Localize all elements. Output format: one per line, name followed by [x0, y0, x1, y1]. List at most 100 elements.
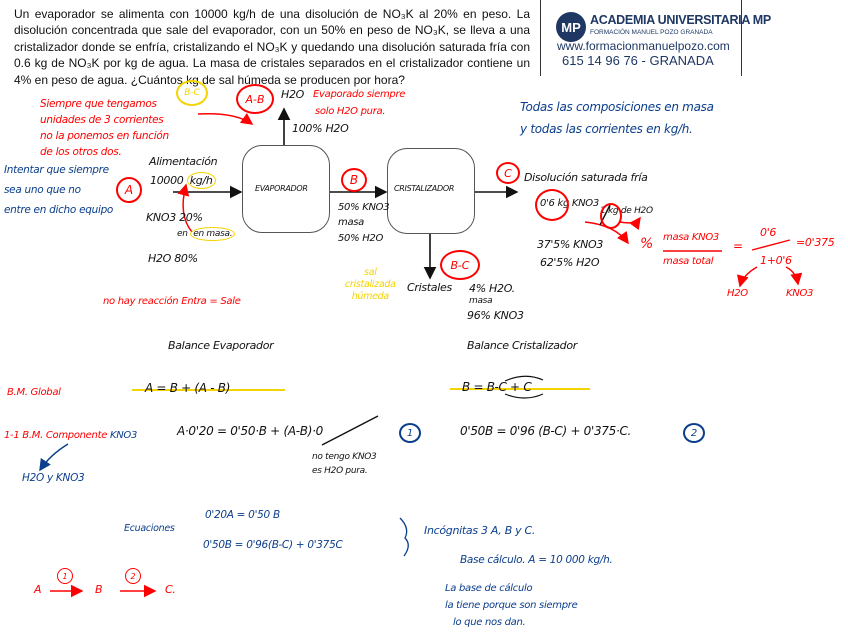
- logo-name: ACADEMIA UNIVERSITARIA MP: [590, 13, 771, 27]
- component-balance-label: 1-1 B.M. Componente KNO3: [4, 430, 137, 441]
- note-line: de los otros dos.: [40, 146, 122, 158]
- evaporator-balance-title: Balance Evaporador: [168, 339, 274, 352]
- crystallizer-global-equation: B = B-C + C: [462, 380, 532, 394]
- logo-tagline: FORMACIÓN MANUEL POZO GRANADA: [590, 29, 713, 36]
- frac-numerator-2: 0'6: [760, 226, 777, 239]
- note-line: no tengo KNO3: [312, 452, 377, 462]
- basis-note: La base de cálculo la tiene porque son s…: [445, 580, 578, 631]
- stream-a-badge: A: [116, 177, 142, 203]
- frac-kno3: KNO3: [786, 288, 814, 299]
- frac-pct: %: [640, 236, 654, 252]
- logo-mark: MP: [556, 12, 586, 42]
- note-evaporated: Evaporado siempre solo H2O pura.: [313, 86, 405, 120]
- note-no-reaction: no hay reacción Entra = Sale: [103, 296, 241, 307]
- brace-top: [504, 375, 544, 382]
- chain-c: C.: [165, 583, 176, 596]
- logo-phone: 615 14 96 76 - GRANADA: [562, 53, 714, 68]
- evaporator-note: no tengo KNO3 es H2O pura.: [312, 450, 377, 478]
- crystallizer-label: CRISTALIZADOR: [394, 184, 455, 193]
- chain-step-2: 2: [125, 568, 141, 584]
- calculation-basis: Base cálculo. A = 10 000 kg/h.: [460, 554, 613, 566]
- equations-label: Ecuaciones: [124, 523, 175, 534]
- note-line: sea uno que no: [4, 184, 81, 196]
- frac-denominator: masa total: [663, 256, 714, 267]
- feed-rate-number: 10000: [150, 174, 184, 187]
- c-ratio-h2o: 1 kg de H2O: [600, 206, 653, 216]
- red-highlight-circle: [535, 189, 569, 221]
- equation-1-badge: 1: [399, 423, 421, 443]
- component-note: H2O y KNO3: [22, 472, 85, 484]
- red-note-arrow: [197, 112, 254, 125]
- c-h2o: 62'5% H2O: [540, 256, 600, 269]
- feed-kno3: KNO3 20%: [146, 211, 203, 224]
- evaporator-global-equation: A = B + (A - B): [145, 381, 231, 395]
- red-arrow-kno3: [785, 266, 803, 286]
- crystallizer-unit: CRISTALIZADOR: [387, 148, 475, 234]
- note-try: Intentar que siempre sea uno que no entr…: [4, 160, 113, 220]
- note-units: Todas las composiciones en masa y todas …: [520, 96, 714, 140]
- evaporator-label: EVAPORADOR: [255, 184, 308, 193]
- feed-rate-unit: kg/h: [186, 172, 216, 189]
- note-line: Siempre que tengamos: [40, 98, 157, 110]
- note-line: no la ponemos en función: [40, 130, 169, 142]
- crystals-kno3: 96% KNO3: [467, 309, 524, 322]
- strike-ab: [321, 415, 379, 446]
- blue-arrow: [39, 443, 69, 472]
- frac-numerator: masa KNO3: [663, 232, 719, 243]
- c-kno3: 37'5% KNO3: [537, 238, 604, 251]
- crystals-h2o: 4% H2O.: [469, 282, 515, 295]
- feed-title: Alimentación: [149, 155, 218, 168]
- note-wet-salt: sal cristalizada húmeda: [345, 267, 396, 303]
- frac-result: =0'375: [796, 236, 835, 249]
- red-highlight-circle: [600, 203, 622, 229]
- problem-statement: Un evaporador se alimenta con 10000 kg/h…: [14, 7, 530, 87]
- vapor-h2o: H2O: [281, 88, 305, 101]
- chain-a: A: [34, 583, 42, 596]
- stream-c-badge: C: [496, 162, 520, 184]
- feed-rate: 10000 kg/h: [150, 172, 216, 189]
- red-arrow-h2o: [736, 266, 758, 288]
- note-line: húmeda: [351, 291, 390, 302]
- note-line: sal: [364, 267, 377, 278]
- divider: [741, 0, 742, 76]
- yellow-bc-badge: B-C: [176, 80, 208, 106]
- equation-2-badge: 2: [683, 423, 705, 443]
- frac-denominator-2: 1+0'6: [760, 254, 792, 267]
- frac-h2o: H2O: [727, 288, 748, 299]
- divider: [540, 0, 541, 76]
- red-mass-arrow: [177, 183, 193, 233]
- frac-line: [751, 239, 791, 251]
- logo-url: www.formacionmanuelpozo.com: [557, 39, 730, 53]
- component-species: KNO3: [109, 430, 138, 441]
- note-line: y todas las corrientes en kg/h.: [520, 122, 693, 136]
- c-ratio-kno3: 0'6 kg KNO3: [540, 198, 599, 209]
- summary-equation-2: 0'50B = 0'96(B-C) + 0'375C: [203, 539, 343, 551]
- evaporator-kno3-equation: A·0'20 = 0'50·B + (A-B)·0: [177, 424, 323, 438]
- note-line: Evaporado siempre: [313, 89, 406, 100]
- note-line: entre en dicho equipo: [4, 204, 114, 216]
- b-kno3: 50% KNO3: [338, 202, 390, 213]
- stream-b-badge: B: [341, 168, 367, 192]
- vapor-pct: 100% H2O: [292, 122, 349, 135]
- note-line: solo H2O pura.: [315, 106, 386, 117]
- b-basis: masa: [338, 217, 365, 228]
- crystallizer-kno3-equation: 0'50B = 0'96 (B-C) + 0'375·C.: [460, 424, 632, 438]
- summary-equation-1: 0'20A = 0'50 B: [205, 509, 280, 521]
- note-line: Intentar que siempre: [4, 164, 109, 176]
- note-line: lo que nos dan.: [453, 617, 526, 628]
- crystals-basis: masa: [469, 296, 493, 306]
- crystals-label: Cristales: [407, 281, 452, 294]
- feed-h2o: H2O 80%: [148, 252, 198, 265]
- stream-ab-badge: A-B: [236, 84, 274, 114]
- component-label: 1-1 B.M. Componente: [4, 430, 108, 441]
- unknowns: Incógnitas 3 A, B y C.: [424, 524, 536, 537]
- b-h2o: 50% H2O: [338, 233, 384, 244]
- chain-b: B: [95, 583, 103, 596]
- global-balance-label: B.M. Global: [7, 387, 61, 398]
- evaporator-unit: EVAPORADOR: [242, 145, 330, 233]
- note-line: La base de cálculo: [445, 583, 533, 594]
- red-arrow-kg: [619, 216, 641, 231]
- note-line: unidades de 3 corrientes: [40, 114, 164, 126]
- note-line: cristalizada: [345, 279, 396, 290]
- brace-bottom: [504, 393, 544, 399]
